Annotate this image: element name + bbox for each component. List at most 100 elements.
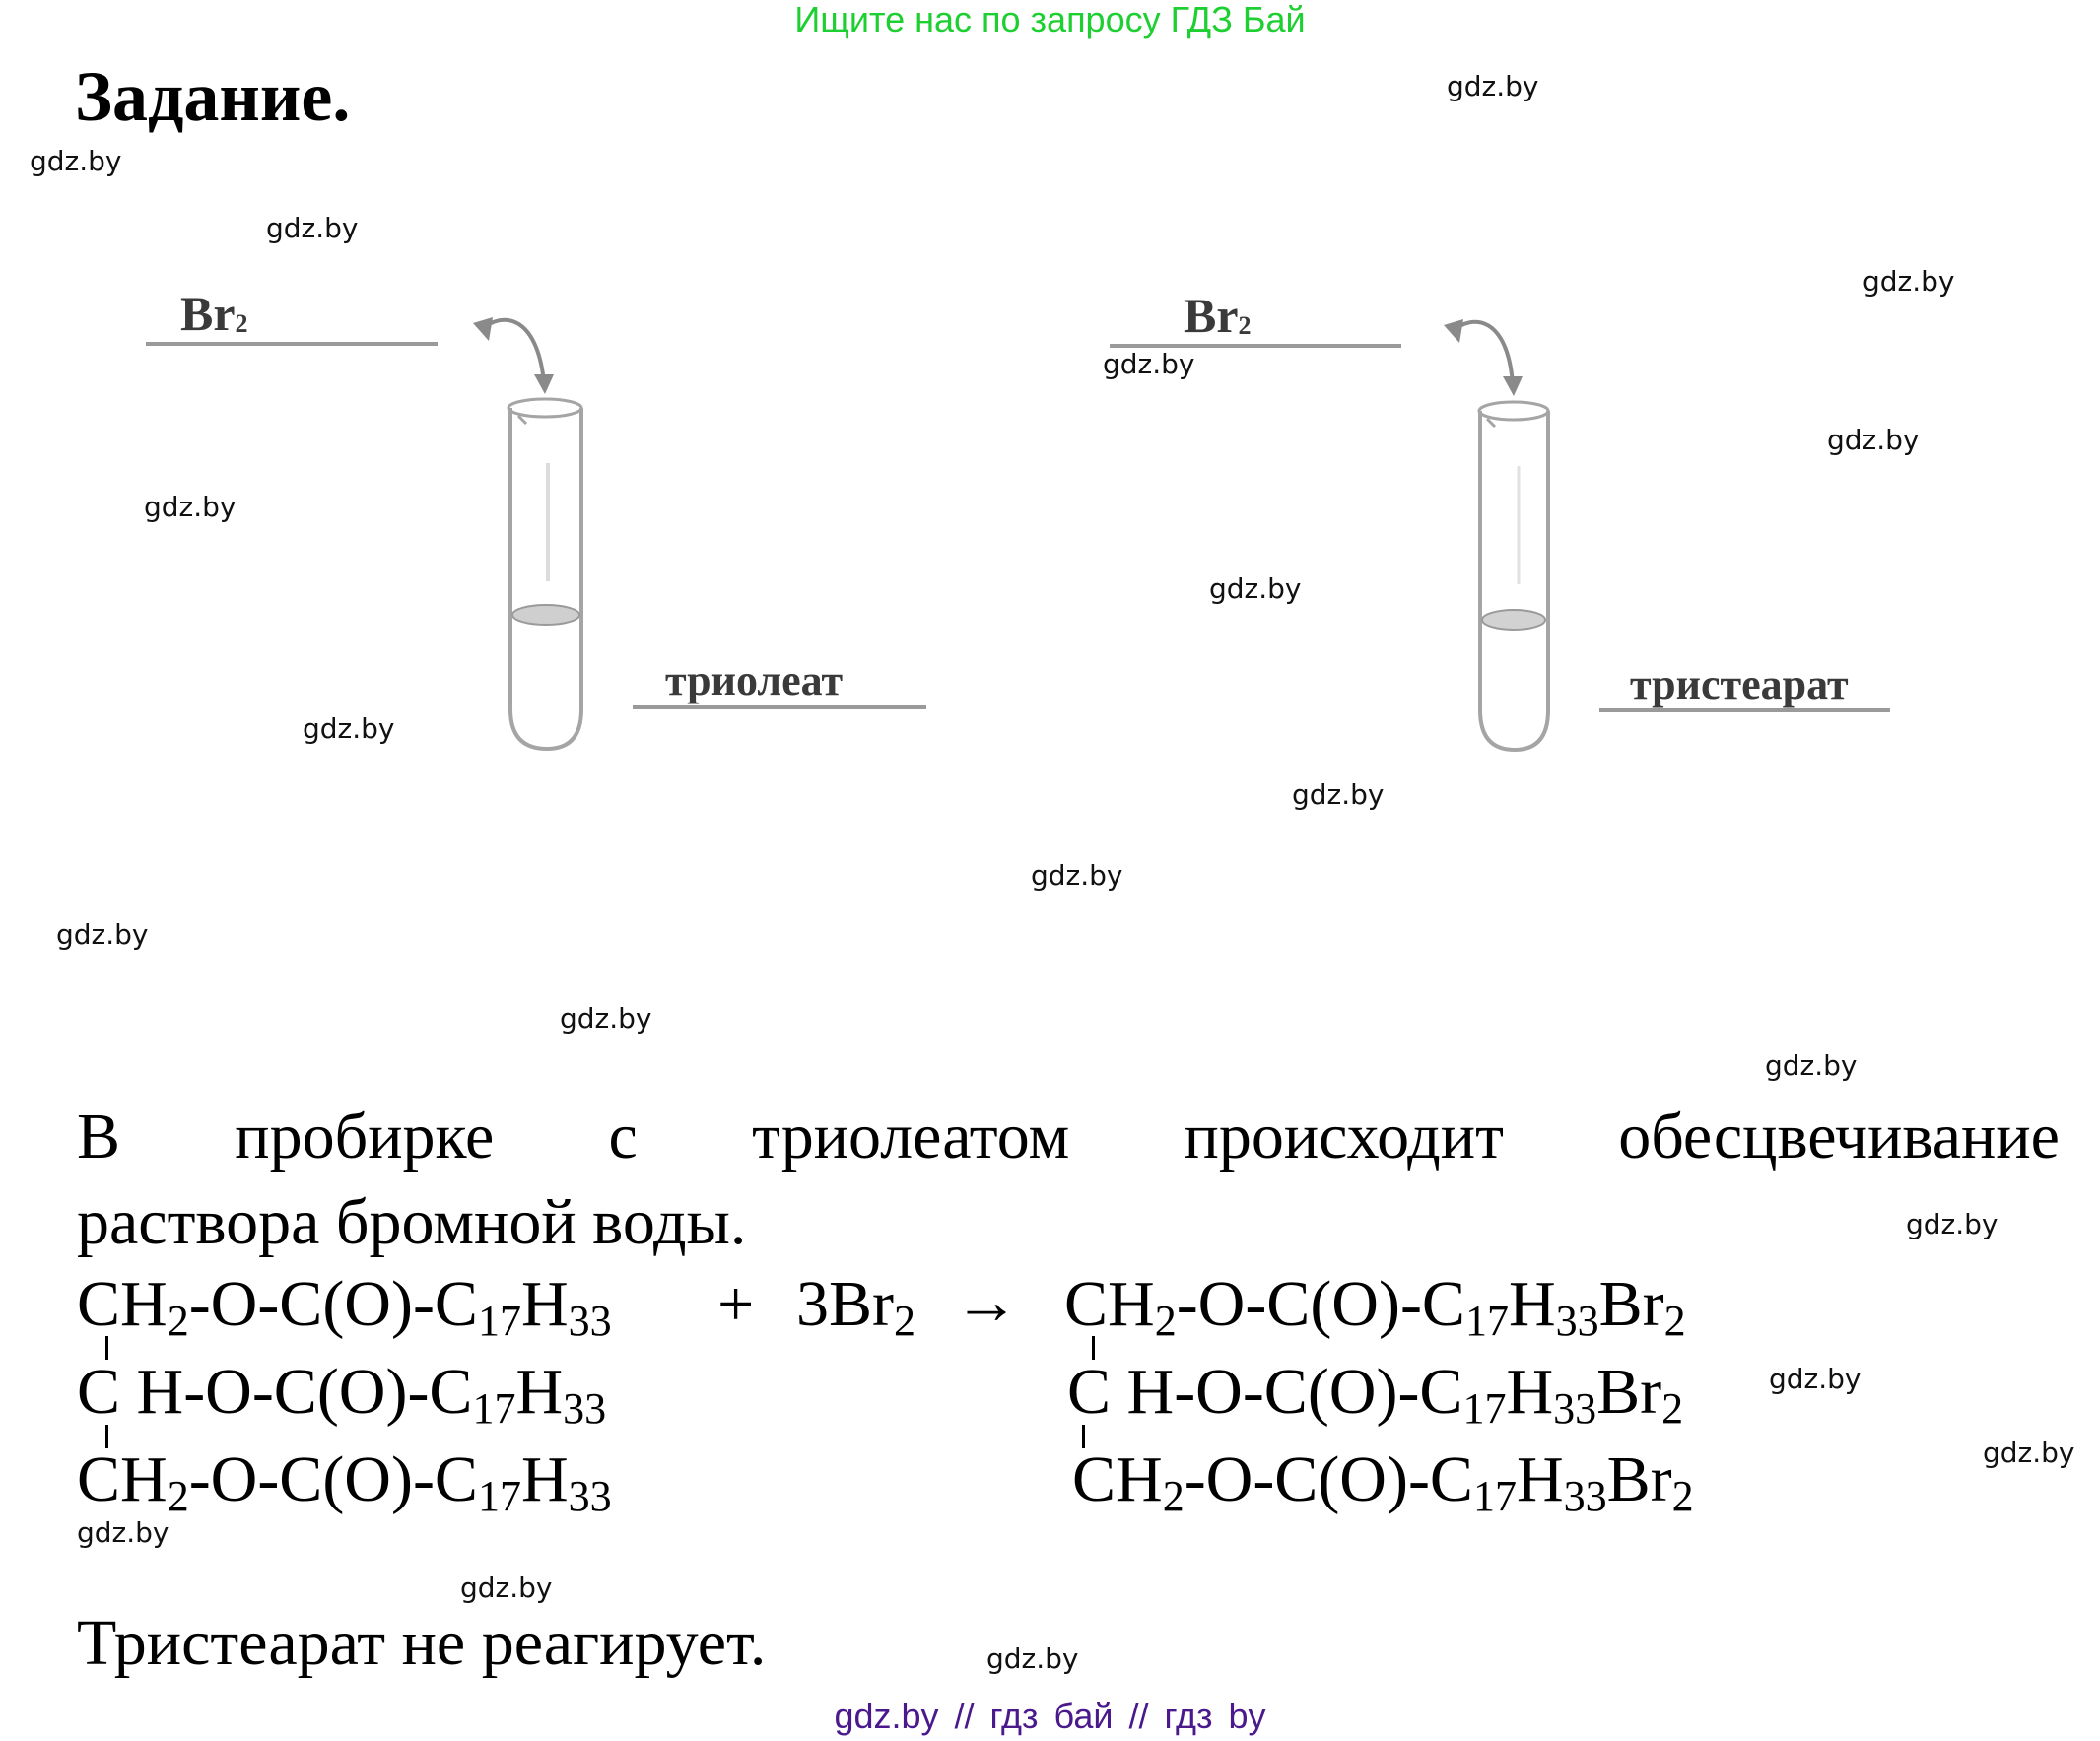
formula-part: Br	[1598, 1268, 1664, 1340]
product-row-1: CH2-O-C(O)-C17H33Br2	[1064, 1267, 1686, 1349]
bond-line	[105, 1425, 108, 1448]
formula-part: C H	[1067, 1356, 1175, 1428]
task-title: Задание.	[75, 57, 351, 136]
subscript: 33	[1555, 1297, 1599, 1345]
word: обесцвечивание	[1618, 1101, 2060, 1172]
pour-arrow-icon	[1444, 319, 1523, 396]
answer-blank-line-substance-left	[633, 705, 926, 709]
subscript: 33	[568, 1297, 612, 1345]
formula-part: H	[515, 1356, 564, 1428]
formula-part: CH	[77, 1268, 168, 1340]
subscript: 17	[472, 1384, 516, 1433]
watermark: gdz.by	[1209, 572, 1302, 605]
reagent-label-left: Br2	[180, 286, 248, 350]
subscript: 2	[894, 1297, 915, 1345]
subscript: 33	[1553, 1384, 1597, 1433]
subscript: 33	[563, 1384, 607, 1433]
reactant-row-2: C H-O-C(O)-C17H33	[77, 1355, 606, 1437]
subscript: 33	[1563, 1472, 1607, 1520]
subscript: 17	[1464, 1297, 1509, 1345]
watermark: gdz.by	[56, 918, 149, 951]
reagent-label-right: Br2	[1184, 288, 1252, 352]
formula-part: -O-C(O)-C	[188, 1268, 478, 1340]
pour-arrow-icon	[473, 317, 554, 394]
word: пробирке	[235, 1101, 495, 1172]
subscript: 33	[568, 1472, 612, 1520]
watermark: gdz.by	[1863, 265, 1955, 298]
watermark: gdz.by	[460, 1572, 553, 1604]
formula-part: CH	[1072, 1443, 1163, 1515]
formula-part: CH	[77, 1443, 168, 1515]
formula-part: Br	[1606, 1443, 1672, 1515]
formula-part: 3Br	[796, 1268, 894, 1340]
formula-part: -O-C(O)-C	[183, 1356, 473, 1428]
footer-links[interactable]: gdz.by // гдз бай // гдз by	[834, 1696, 1266, 1736]
watermark: gdz.by	[144, 491, 237, 523]
bromine-reagent: 3Br2	[796, 1267, 915, 1349]
answer-line-1: В пробирке с триолеатом происходит обесц…	[77, 1100, 2060, 1174]
subscript: 2	[1154, 1297, 1177, 1345]
subscript: 2	[1663, 1297, 1686, 1345]
subscript: 2	[167, 1297, 189, 1345]
reagent-subscript: 2	[1238, 311, 1252, 340]
reactant-row-1: CH2-O-C(O)-C17H33	[77, 1267, 612, 1349]
watermark: gdz.by	[560, 1002, 652, 1035]
watermark: gdz.by	[1983, 1437, 2075, 1469]
watermark: gdz.by	[1447, 70, 1539, 102]
test-tube-icon	[507, 397, 583, 752]
subscript: 2	[1671, 1472, 1694, 1520]
formula-part: -O-C(O)-C	[1174, 1356, 1463, 1428]
conclusion-text: Тристеарат не реагирует.	[77, 1607, 767, 1679]
subscript: 2	[167, 1472, 189, 1520]
formula-part: H	[520, 1268, 569, 1340]
formula-part: -O-C(O)-C	[188, 1443, 478, 1515]
answer-line-2: раствора бромной воды.	[77, 1186, 747, 1258]
watermark: gdz.by	[1765, 1049, 1858, 1082]
watermark: gdz.by	[1103, 348, 1195, 380]
formula-part: C H	[77, 1356, 184, 1428]
formula-part: H	[1506, 1356, 1554, 1428]
subscript: 17	[1472, 1472, 1517, 1520]
watermark: gdz.by	[30, 145, 122, 177]
reactant-row-3: CH2-O-C(O)-C17H33	[77, 1442, 612, 1524]
watermark: gdz.by	[1031, 859, 1123, 892]
answer-blank-line-substance-right	[1599, 708, 1890, 712]
watermark: gdz.by	[77, 1516, 169, 1549]
word: происходит	[1184, 1101, 1504, 1172]
watermark: gdz.by	[266, 212, 359, 244]
reagent-symbol: Br	[1184, 288, 1239, 343]
product-row-2: C H-O-C(O)-C17H33Br2	[1067, 1355, 1683, 1437]
subscript: 17	[477, 1297, 521, 1345]
bond-line	[1082, 1425, 1085, 1448]
plus-sign: +	[717, 1268, 755, 1340]
bond-line	[105, 1336, 108, 1360]
watermark: gdz.by	[1827, 424, 1920, 456]
reagent-symbol: Br	[180, 286, 236, 341]
subscript: 17	[1462, 1384, 1507, 1433]
watermark: gdz.by	[986, 1642, 1079, 1675]
watermark: gdz.by	[1769, 1363, 1862, 1395]
formula-part: H	[1516, 1443, 1564, 1515]
reaction-arrow-icon: →	[954, 1266, 1019, 1338]
formula-part: Br	[1596, 1356, 1662, 1428]
subscript: 2	[1162, 1472, 1185, 1520]
watermark: gdz.by	[1292, 778, 1385, 811]
answer-blank-line-reagent-right	[1110, 344, 1401, 348]
subscript: 17	[477, 1472, 521, 1520]
formula-part: CH	[1064, 1268, 1155, 1340]
formula-part: -O-C(O)-C	[1176, 1268, 1465, 1340]
answer-blank-line-reagent-left	[146, 342, 438, 346]
word: с	[608, 1101, 638, 1172]
bond-line	[1092, 1336, 1095, 1360]
reagent-subscript: 2	[235, 309, 248, 338]
test-tube-icon	[1477, 400, 1550, 753]
search-hint-banner: Ищите нас по запросу ГДЗ Бай	[794, 0, 1306, 39]
word: триолеатом	[752, 1101, 1070, 1172]
subscript: 2	[1661, 1384, 1684, 1433]
watermark: gdz.by	[303, 712, 395, 745]
substance-label-tristearin: тристеарат	[1630, 660, 1849, 708]
formula-part: -O-C(O)-C	[1184, 1443, 1473, 1515]
product-row-3: CH2-O-C(O)-C17H33Br2	[1072, 1442, 1694, 1524]
formula-part: H	[520, 1443, 569, 1515]
substance-label-triolein: триолеат	[665, 656, 844, 704]
